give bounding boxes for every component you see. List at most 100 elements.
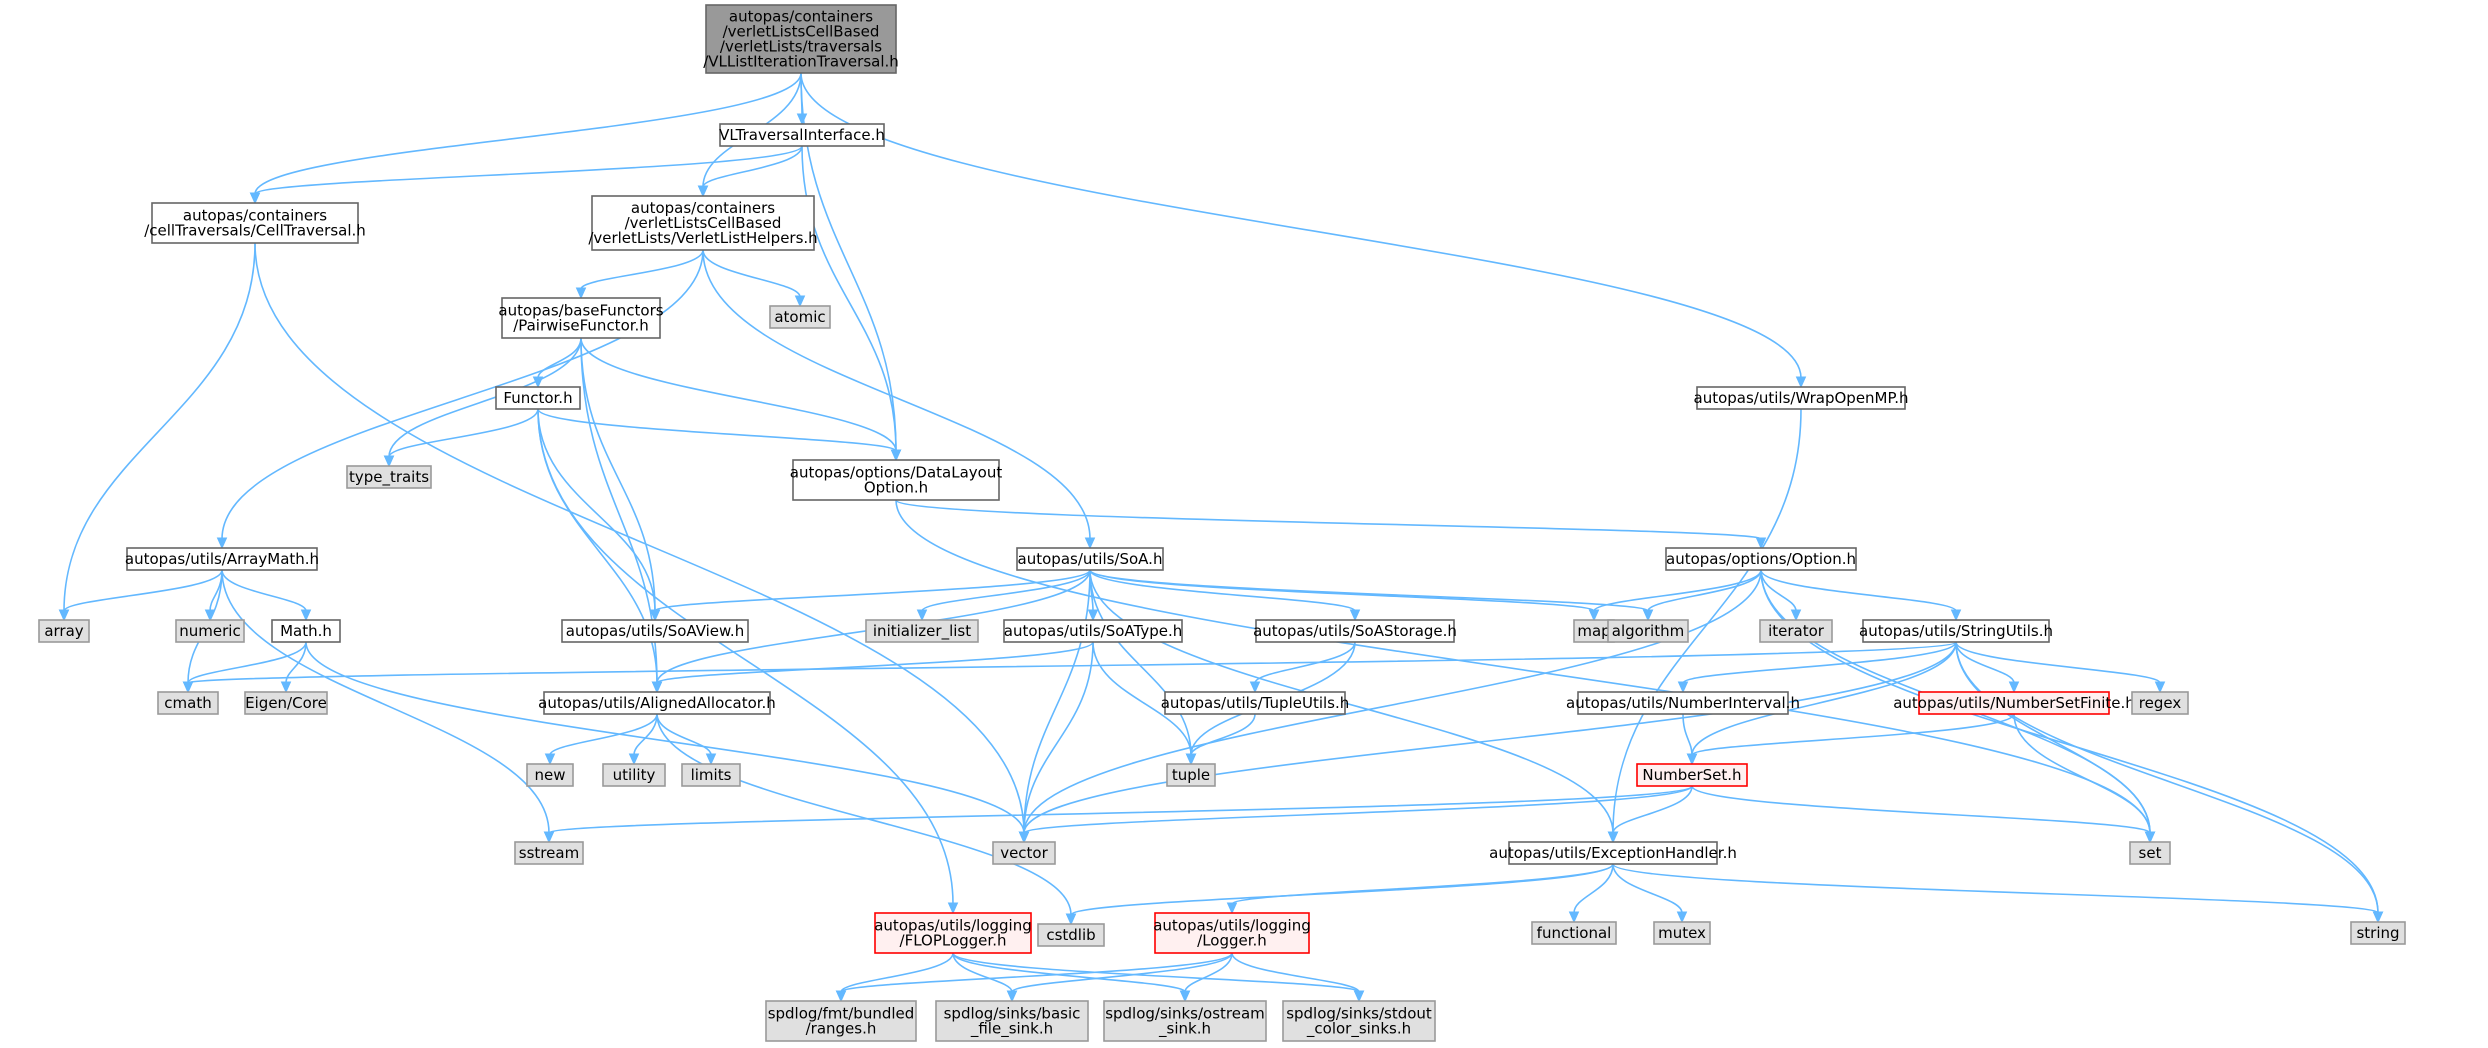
node-label-line: /Logger.h <box>1197 932 1267 950</box>
edge-flopLogger-to-spdlog_stdout <box>952 952 1360 993</box>
node-stringutils[interactable]: autopas/utils/StringUtils.h <box>1859 619 2053 643</box>
node-mathh[interactable]: Math.h <box>271 619 341 643</box>
node-numeric: numeric <box>175 619 245 643</box>
node-label-line: autopas/utils/logging <box>1153 917 1311 935</box>
node-label-line: /FLOPLogger.h <box>900 932 1007 950</box>
edge-stringutils-to-cmath <box>187 641 1957 684</box>
node-box <box>1016 547 1164 571</box>
node-root[interactable]: autopas/containers/verletListsCellBased/… <box>703 4 899 74</box>
node-box <box>495 386 581 410</box>
arrowhead-icon <box>1018 831 1030 844</box>
arrowhead-icon <box>1185 753 1197 766</box>
node-label-line: spdlog/sinks/basic <box>944 1005 1081 1023</box>
node-algorithm: algorithm <box>1607 619 1689 643</box>
node-label-line: _file_sink.h <box>970 1020 1053 1039</box>
edge-mathh-to-cmath <box>187 641 307 684</box>
node-soa[interactable]: autopas/utils/SoA.h <box>1016 547 1164 571</box>
edge-root-to-celltraversal <box>254 72 802 195</box>
node-limits: limits <box>681 763 741 787</box>
arrowhead-icon <box>1087 609 1099 622</box>
node-functor[interactable]: Functor.h <box>495 386 581 410</box>
edges-layer <box>58 72 2384 1003</box>
arrowhead-icon <box>300 609 312 622</box>
node-option[interactable]: autopas/options/Option.h <box>1665 547 1857 571</box>
node-label-line: autopas/utils/SoAType.h <box>1004 622 1182 640</box>
node-label-line: autopas/utils/SoAView.h <box>566 622 744 640</box>
node-label-line: autopas/containers <box>183 207 327 225</box>
node-label-line: tuple <box>1172 766 1210 784</box>
edge-stringutils-to-numberset <box>1691 641 1957 756</box>
edge-soatype-to-tuple <box>1092 641 1192 756</box>
edge-functor-to-type_traits <box>388 408 539 458</box>
edge-exceptionhandler-to-cstdlib <box>1070 863 1614 916</box>
edge-verletlisthelpers-to-arraymath <box>221 249 704 540</box>
node-label-line: sstream <box>519 844 579 862</box>
node-label-line: regex <box>2139 694 2182 712</box>
node-box <box>935 1000 1089 1042</box>
edge-celltraversal-to-vector <box>254 242 1025 834</box>
edge-celltraversal-to-array <box>63 242 256 612</box>
arrowhead-icon <box>249 192 261 205</box>
node-numbersetfinite[interactable]: autopas/utils/NumberSetFinite.h <box>1893 691 2135 715</box>
node-numberset[interactable]: NumberSet.h <box>1636 763 1748 787</box>
arrowhead-icon <box>794 295 806 308</box>
node-celltraversal[interactable]: autopas/containers/cellTraversals/CellTr… <box>144 202 366 244</box>
node-logger[interactable]: autopas/utils/logging/Logger.h <box>1153 912 1311 954</box>
edge-arraymath-to-mathh <box>221 569 307 612</box>
node-box <box>514 841 584 865</box>
node-iterator: iterator <box>1759 619 1833 643</box>
arrowhead-icon <box>1179 990 1191 1003</box>
node-label-line: autopas/utils/ExceptionHandler.h <box>1489 844 1737 862</box>
node-label-line: Functor.h <box>503 389 572 407</box>
edge-soatype-to-vector <box>1023 641 1094 834</box>
node-label-line: autopas/utils/NumberSetFinite.h <box>1893 694 2135 712</box>
edge-vltraversalinterface-to-celltraversal <box>254 145 803 195</box>
node-wrapopenmp[interactable]: autopas/utils/WrapOpenMP.h <box>1694 386 1909 410</box>
edge-logger-to-spdlog_ranges <box>840 952 1233 993</box>
node-numberinterval[interactable]: autopas/utils/NumberInterval.h <box>1566 691 1800 715</box>
node-arraymath[interactable]: autopas/utils/ArrayMath.h <box>125 547 319 571</box>
node-tupleutils[interactable]: autopas/utils/TupleUtils.h <box>1161 691 1350 715</box>
node-label-line: cstdlib <box>1046 926 1095 944</box>
edge-numberset-to-exceptionhandler <box>1612 785 1693 834</box>
edge-option-to-string <box>1760 569 2379 914</box>
edge-functor-to-datalayoutoption <box>537 408 897 452</box>
node-flopLogger[interactable]: autopas/utils/logging/FLOPLogger.h <box>874 912 1032 954</box>
node-pairwisefunctor[interactable]: autopas/baseFunctors/PairwiseFunctor.h <box>498 297 664 339</box>
node-tuple: tuple <box>1166 763 1216 787</box>
node-box <box>543 691 771 715</box>
node-label-line: spdlog/sinks/stdout <box>1286 1005 1432 1023</box>
edge-vltraversalinterface-to-verletlisthelpers <box>702 145 803 188</box>
node-vector: vector <box>992 841 1056 865</box>
node-label-line: autopas/utils/logging <box>874 917 1032 935</box>
node-box <box>865 619 979 643</box>
node-spdlog_basic: spdlog/sinks/basic_file_sink.h <box>935 1000 1089 1042</box>
node-box <box>175 619 245 643</box>
edge-soa-to-soastorage <box>1089 569 1356 612</box>
node-label-line: type_traits <box>349 468 429 487</box>
node-box <box>792 459 1000 501</box>
node-vltraversalinterface[interactable]: VLTraversalInterface.h <box>719 123 885 147</box>
node-soaview[interactable]: autopas/utils/SoAView.h <box>561 619 749 643</box>
node-label-line: _sink.h <box>1158 1020 1211 1039</box>
node-box <box>719 123 885 147</box>
node-exceptionhandler[interactable]: autopas/utils/ExceptionHandler.h <box>1489 841 1737 865</box>
edge-soa-to-map <box>1089 569 1595 612</box>
node-box <box>591 195 815 251</box>
node-box <box>1759 619 1833 643</box>
node-label-line: algorithm <box>1612 622 1684 640</box>
nodes-layer: autopas/containers/verletListsCellBased/… <box>38 4 2406 1042</box>
edge-pairwisefunctor-to-soaview <box>580 337 656 612</box>
node-label-line: autopas/baseFunctors <box>498 302 663 320</box>
node-box <box>157 691 219 715</box>
edge-option-to-vector <box>1023 569 1762 834</box>
node-box <box>705 4 897 74</box>
node-box <box>1508 841 1718 865</box>
node-soatype[interactable]: autopas/utils/SoAType.h <box>1003 619 1183 643</box>
node-verletlisthelpers[interactable]: autopas/containers/verletListsCellBased/… <box>588 195 818 251</box>
node-alignedallocator[interactable]: autopas/utils/AlignedAllocator.h <box>538 691 776 715</box>
node-box <box>1636 763 1748 787</box>
node-soastorage[interactable]: autopas/utils/SoAStorage.h <box>1253 619 1457 643</box>
node-box <box>1103 1000 1267 1042</box>
